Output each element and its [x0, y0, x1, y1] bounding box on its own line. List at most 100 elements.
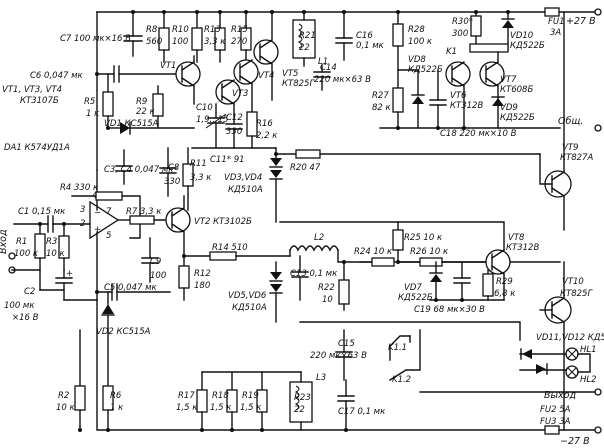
- svg-text:220 мк×63 В: 220 мк×63 В: [314, 75, 371, 85]
- svg-text:КТ825Г: КТ825Г: [282, 79, 315, 89]
- output-terminal[interactable]: Выход: [419, 388, 602, 401]
- svg-text:FU3 3А: FU3 3А: [540, 417, 571, 427]
- r2-resistor: R2 10 к: [56, 329, 86, 431]
- svg-text:180: 180: [194, 281, 210, 291]
- vt-group-label: VT1, VT3, VT4: [2, 85, 62, 95]
- svg-text:+: +: [66, 269, 73, 279]
- hl1-led: HL1: [565, 345, 597, 361]
- svg-text:3: 3: [80, 205, 85, 215]
- svg-text:1,5 к: 1,5 к: [210, 403, 232, 413]
- svg-text:R14 510: R14 510: [212, 243, 248, 253]
- svg-text:Выход: Выход: [544, 390, 576, 401]
- svg-text:K1.1: K1.1: [388, 343, 407, 353]
- svg-text:K1: K1: [446, 47, 457, 57]
- svg-text:R13: R13: [204, 25, 221, 35]
- svg-text:300: 300: [452, 29, 468, 39]
- svg-text:VT7: VT7: [500, 75, 517, 85]
- c1-capacitor: C1 0,15 мк: [13, 207, 91, 233]
- svg-text:100 к: 100 к: [14, 249, 39, 259]
- svg-text:C1 0,15 мк: C1 0,15 мк: [18, 207, 66, 217]
- svg-text:−: −: [94, 208, 101, 218]
- svg-text:R20 47: R20 47: [290, 163, 321, 173]
- svg-text:330: 330: [226, 127, 242, 137]
- svg-text:КД522Б: КД522Б: [500, 113, 535, 123]
- svg-text:0,1 мк: 0,1 мк: [356, 41, 385, 51]
- svg-text:100: 100: [150, 271, 166, 281]
- vd2-zener: VD2 КС515А: [96, 291, 151, 337]
- svg-text:R24 10 к: R24 10 к: [354, 247, 393, 257]
- vt3-transistor: VT3: [215, 79, 248, 105]
- svg-text:10 к: 10 к: [46, 249, 66, 259]
- svg-text:R25 10 к: R25 10 к: [404, 233, 443, 243]
- r1-resistor: R1 100 к: [14, 223, 46, 291]
- positive-rail: [96, 11, 546, 171]
- svg-text:3,3 к: 3,3 к: [204, 37, 226, 47]
- svg-text:HL1: HL1: [580, 345, 597, 355]
- vt-group-type-label: КТ3107Б: [20, 96, 59, 106]
- svg-text:82 к: 82 к: [372, 103, 392, 113]
- r20-resistor: R20 47: [275, 149, 541, 173]
- svg-text:R26 10 к: R26 10 к: [410, 247, 449, 257]
- svg-text:R10: R10: [172, 25, 189, 35]
- output-bus: [299, 321, 521, 341]
- svg-text:C18 220 мк×10 В: C18 220 мк×10 В: [440, 129, 517, 139]
- svg-text:Вход: Вход: [0, 229, 9, 254]
- svg-text:L1: L1: [318, 57, 328, 67]
- c2-capacitor: + C2 100 мк ×16 В: [4, 269, 73, 323]
- svg-text:×16 В: ×16 В: [12, 313, 39, 323]
- svg-text:VT1: VT1: [160, 61, 176, 71]
- svg-text:100: 100: [172, 37, 188, 47]
- svg-text:VD5,VD6: VD5,VD6: [228, 291, 267, 301]
- r14-resistor: R14 510: [183, 243, 291, 261]
- svg-text:КД510А: КД510А: [228, 185, 263, 195]
- svg-text:HL2: HL2: [580, 375, 597, 385]
- svg-text:22: 22: [294, 405, 305, 415]
- svg-text:VD2 КС515А: VD2 КС515А: [96, 327, 151, 337]
- svg-text:R1: R1: [16, 237, 27, 247]
- svg-text:R29: R29: [496, 277, 513, 287]
- c5-capacitor: C5 0,047 мк: [96, 283, 171, 301]
- svg-text:C3, C4 0,047 мк: C3, C4 0,047 мк: [104, 165, 174, 175]
- svg-text:FU1: FU1: [548, 17, 565, 27]
- k11-contact[interactable]: K1.1: [388, 335, 411, 361]
- svg-text:100 к: 100 к: [408, 37, 433, 47]
- svg-text:VD10: VD10: [510, 31, 533, 41]
- svg-text:VD1 КС515А: VD1 КС515А: [104, 119, 159, 129]
- input-terminal[interactable]: Вход: [0, 229, 16, 274]
- svg-text:7: 7: [106, 207, 112, 217]
- svg-text:R2: R2: [58, 391, 69, 401]
- svg-text:L3: L3: [316, 373, 326, 383]
- k1-relay-coil: K1: [446, 43, 509, 57]
- c13-capacitor: C13 0,1 мк: [290, 255, 338, 301]
- da1-label: DA1 К574УД1А: [4, 143, 70, 153]
- k12-contact[interactable]: K1.2: [389, 329, 421, 385]
- vt2-transistor: VT2 КТ3102Б: [165, 195, 252, 257]
- svg-text:FU2 5А: FU2 5А: [540, 405, 571, 415]
- svg-text:1,5 к: 1,5 к: [240, 403, 262, 413]
- svg-text:+: +: [94, 225, 101, 235]
- c17-capacitor: C17 0,1 мк: [337, 379, 386, 431]
- svg-text:10 к: 10 к: [56, 403, 76, 413]
- svg-text:R5: R5: [84, 97, 95, 107]
- svg-text:C17 0,1 мк: C17 0,1 мк: [338, 407, 386, 417]
- hl2-led: HL2: [565, 365, 597, 385]
- c6-capacitor: C6 0,047 мк: [30, 65, 181, 83]
- svg-text:C6 0,047 мк: C6 0,047 мк: [30, 71, 83, 81]
